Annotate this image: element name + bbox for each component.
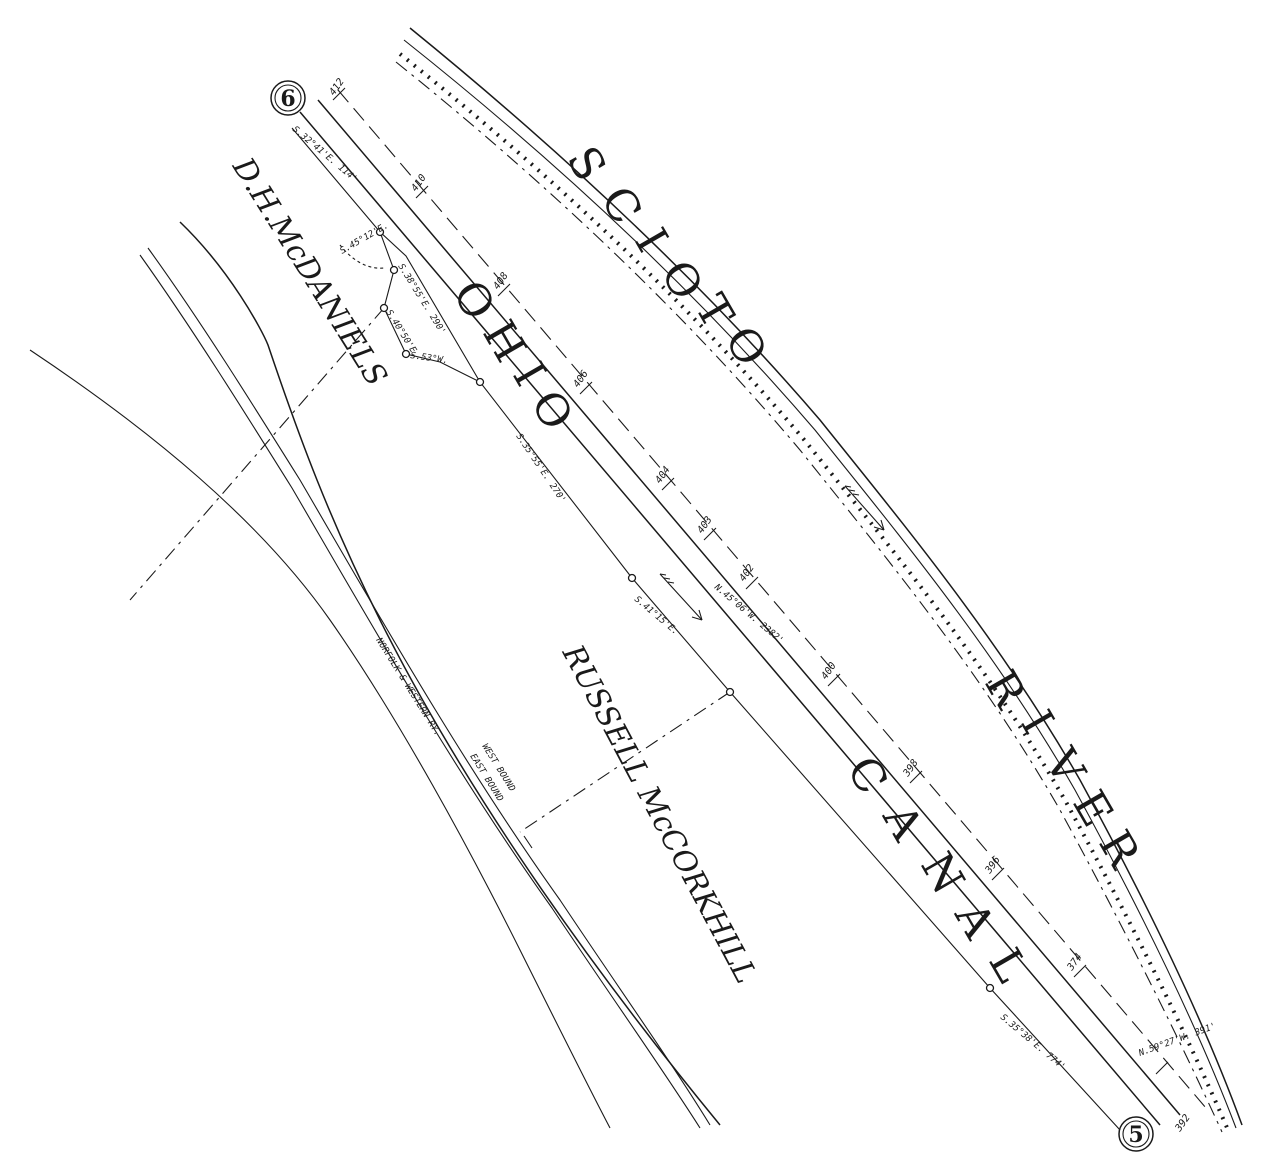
sheet-number-end: 5 (1128, 1122, 1143, 1148)
survey-point (389, 265, 399, 275)
bearing-label: S.35°55'E. 270' (514, 432, 568, 505)
canal-letter: L (978, 940, 1037, 991)
station-410: 410 (409, 173, 428, 194)
station-374: 374 (1065, 952, 1085, 974)
railway-lines (29, 221, 721, 1129)
sheet-number-start: 6 (280, 86, 295, 112)
river-letter: S (556, 138, 615, 190)
survey-point (379, 303, 389, 313)
survey-point (401, 349, 411, 359)
survey-point (627, 573, 637, 583)
bearing-label: N.45°06'W. 2382' (711, 582, 785, 646)
bearing-label: S.32°41'E. 114' (290, 125, 359, 185)
flow-arrows (659, 485, 885, 621)
bearing-label: S.35°38'E. 774' (998, 1013, 1067, 1073)
survey-point (725, 687, 735, 697)
river-letter: R (1088, 822, 1150, 878)
bearing-label: S.41°15'E. (632, 595, 680, 637)
owner-upper: D.H.McDANIELS (225, 151, 394, 393)
station-labels: 412 410 408 406 404 403 402 400 398 396 … (327, 77, 1192, 1135)
survey-point (985, 983, 995, 993)
station-412: 412 (327, 77, 346, 98)
river-letter: I (624, 220, 677, 261)
canal-letter: C (836, 748, 897, 803)
station-392: 392 (1173, 1113, 1193, 1135)
bearing-label: S.53°W. (410, 351, 449, 366)
river-letter: E (1062, 782, 1122, 835)
survey-point (475, 377, 485, 387)
station-ticks (332, 87, 1169, 1075)
canal-letter: A (872, 795, 933, 850)
survey-point (375, 227, 385, 237)
sheet-marker-end: 5 (1118, 1116, 1154, 1152)
river-letter: V (1034, 739, 1095, 794)
railway-label: NORFOLK & WESTERN RY. (373, 635, 442, 738)
bearing-labels: S.32°41'E. 114' S.45°12'E. S.38°55'E. 29… (290, 125, 1217, 1073)
river-letter: O (714, 318, 776, 375)
survey-points (375, 227, 995, 993)
canal-letter: O (520, 382, 582, 439)
canal-letter: A (944, 893, 1005, 948)
canal-letter: H (472, 312, 535, 371)
boundary-lines (129, 231, 731, 833)
station-398: 398 (901, 758, 921, 780)
river-letter: R (974, 662, 1036, 718)
canal-name: O H I O C A N A L (442, 272, 1037, 991)
river-bank (395, 27, 1243, 1133)
sheet-marker-start: 6 (270, 80, 306, 116)
canal-lines (291, 89, 1207, 1131)
